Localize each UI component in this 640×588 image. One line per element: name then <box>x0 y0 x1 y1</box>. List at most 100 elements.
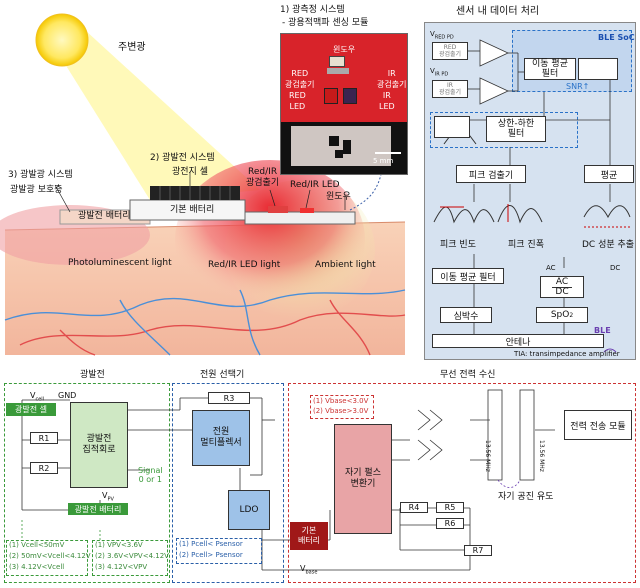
coil-freq-left: 13.56 MHz <box>484 440 491 472</box>
pv-section <box>4 383 170 583</box>
coil-right <box>519 389 535 481</box>
vbase-cond-box <box>310 395 374 419</box>
magnetic-converter-box: 자기 펄스 변환기 <box>334 424 392 534</box>
cond-right-3: (3) 4.12V<VPV <box>95 563 148 571</box>
gnd-label: GND <box>58 391 77 400</box>
optical-title: 1) 광측정 시스템 <box>280 5 345 15</box>
r6-box: R6 <box>436 518 464 529</box>
pv-section-title: 광발전 <box>80 370 105 380</box>
power-module-box: 전력 전송 모듈 <box>564 410 632 440</box>
snr-label: SNR↑ <box>566 82 590 91</box>
photodetector-label: Red/IR 광검출기 <box>246 167 280 188</box>
cond-left-3: (3) 4.12V<Vcell <box>9 563 65 571</box>
heart-rate-box: 심박수 <box>440 307 492 323</box>
magnetic-resonance-label: 자기 공진 유도 <box>498 492 554 502</box>
base-battery-box: 기본 배터리 <box>290 522 328 550</box>
optical-photo: 윈도우 RED 광검출기 IR 광검출기 RED LED IR LED 5 mm <box>280 33 408 175</box>
sensor-panel-title: 센서 내 데이터 처리 <box>456 6 540 17</box>
cond-right-1: (1) VPV<3.6V <box>95 541 143 549</box>
tia-ir-icon <box>479 77 509 105</box>
ac-dc-denominator: DC <box>555 286 569 297</box>
ble-soc-label: BLE SoC <box>598 33 635 42</box>
red-led-chip <box>324 88 338 104</box>
r5-box: R5 <box>436 502 464 513</box>
psel-1: (1) Pcell< Psensor <box>179 540 243 548</box>
peak-amp-label: 피크 진폭 <box>508 240 544 250</box>
cond-right-box <box>92 540 168 576</box>
ir-led-chip <box>343 88 357 104</box>
pv-cell-label: 광전지 셀 <box>172 167 208 177</box>
photoluminescent-light-label: Photoluminescent light <box>68 258 172 268</box>
psel-box <box>176 538 262 564</box>
skin-illustration <box>0 13 406 356</box>
ble-label: BLE <box>594 326 611 335</box>
wireless-title: 무선 전력 수신 <box>440 370 496 380</box>
ambient-light-en-label: Ambient light <box>315 260 376 270</box>
opt-ir-led-label: IR LED <box>379 91 395 111</box>
tia-note: TIA: transimpedance amplifier <box>514 350 620 358</box>
ldo-box: LDO <box>228 490 270 530</box>
opt-ir-pd-label: IR 광검출기 <box>377 69 407 89</box>
pl-protection-label: 광발광 보호층 <box>10 185 63 195</box>
signal-label: Signal 0 or 1 <box>138 466 163 484</box>
moving-avg-filter-box: 이동 평균 필터 <box>524 58 576 80</box>
ac-label: AC <box>546 264 556 272</box>
opt-window-label: 윈도우 <box>333 45 356 54</box>
power-select-section <box>172 383 284 583</box>
bandpass-region <box>430 112 578 148</box>
coil-freq-right: 13.56 MHz <box>538 440 545 472</box>
bandpass-filter-box: 상한-하한 필터 <box>486 116 546 142</box>
base-battery-label: 기본 배터리 <box>170 205 215 215</box>
sensor-flow-lines <box>433 39 631 353</box>
ac-dc-numerator: AC <box>551 277 573 288</box>
module-closeup <box>291 126 391 166</box>
coil-left <box>487 389 503 481</box>
opt-red-led-label: RED LED <box>289 91 306 111</box>
vbase-cond-2: (2) Vbase>3.0V <box>313 407 369 415</box>
pv-battery-label: 광발전 배터리 <box>78 211 131 221</box>
pv-system-label: 2) 광발전 시스템 <box>150 153 215 163</box>
ir-pd-box: IR 광검출기 <box>432 80 468 98</box>
pv-ic-box: 광발전 집적회로 <box>70 402 128 488</box>
led-label: Red/IR LED <box>290 180 340 190</box>
dc-label: DC <box>610 264 621 272</box>
sensor-window <box>329 56 345 67</box>
optical-subtitle: - 광용적맥파 센싱 모듈 <box>282 18 369 28</box>
r3-box: R3 <box>208 392 250 404</box>
v-red-pd-label: VRED PD <box>430 30 454 41</box>
ambient-light-label: 주변광 <box>118 42 146 53</box>
vbase-cond-1: (1) Vbase<3.0V <box>313 397 369 405</box>
bandpass-graph <box>434 116 470 138</box>
rectifier-diodes <box>417 409 443 431</box>
red-pd-box: RED 광검출기 <box>432 42 468 60</box>
sun-icon <box>35 13 89 67</box>
peak-detector-box: 피크 검출기 <box>456 165 526 183</box>
pl-system-label: 3) 광발광 시스템 <box>8 170 73 180</box>
moving-avg-graph <box>578 58 618 80</box>
dc-extract-label: DC 성분 추출 <box>582 240 635 250</box>
r7-box: R7 <box>464 545 492 556</box>
pv-cell-box: 광발전 셀 <box>6 403 56 416</box>
power-mux-box: 전원 멀티플렉서 <box>192 410 250 466</box>
wireless-section <box>288 383 636 583</box>
opt-red-pd-label: RED 광검출기 <box>285 69 315 89</box>
r1-box: R1 <box>30 432 58 444</box>
vcell-label: Vcell <box>30 391 45 403</box>
antenna-box: 안테나 <box>432 334 604 348</box>
power-select-title: 전원 선택기 <box>200 370 245 380</box>
scale-bar <box>375 152 401 154</box>
average-box: 평균 <box>584 165 634 183</box>
tia-red-icon <box>479 39 509 67</box>
peak-freq-label: 피크 빈도 <box>440 240 476 250</box>
vpv-label: VPV <box>102 491 114 503</box>
pv-battery-box: 광발전 배터리 <box>68 503 128 515</box>
red-ir-led-light-label: Red/IR LED light <box>208 260 281 270</box>
moving-avg-filter2-box: 이동 평균 필터 <box>432 268 504 284</box>
v-ir-pd-label: VIR PD <box>430 67 449 78</box>
cond-left-1: (1) Vcell<50mV <box>9 541 65 549</box>
r2-box: R2 <box>30 462 58 474</box>
opt-scale-label: 5 mm <box>373 157 394 165</box>
r4-box: R4 <box>400 502 428 513</box>
window-label: 윈도우 <box>326 192 351 202</box>
psel-2: (2) Pcell> Psensor <box>179 551 243 559</box>
